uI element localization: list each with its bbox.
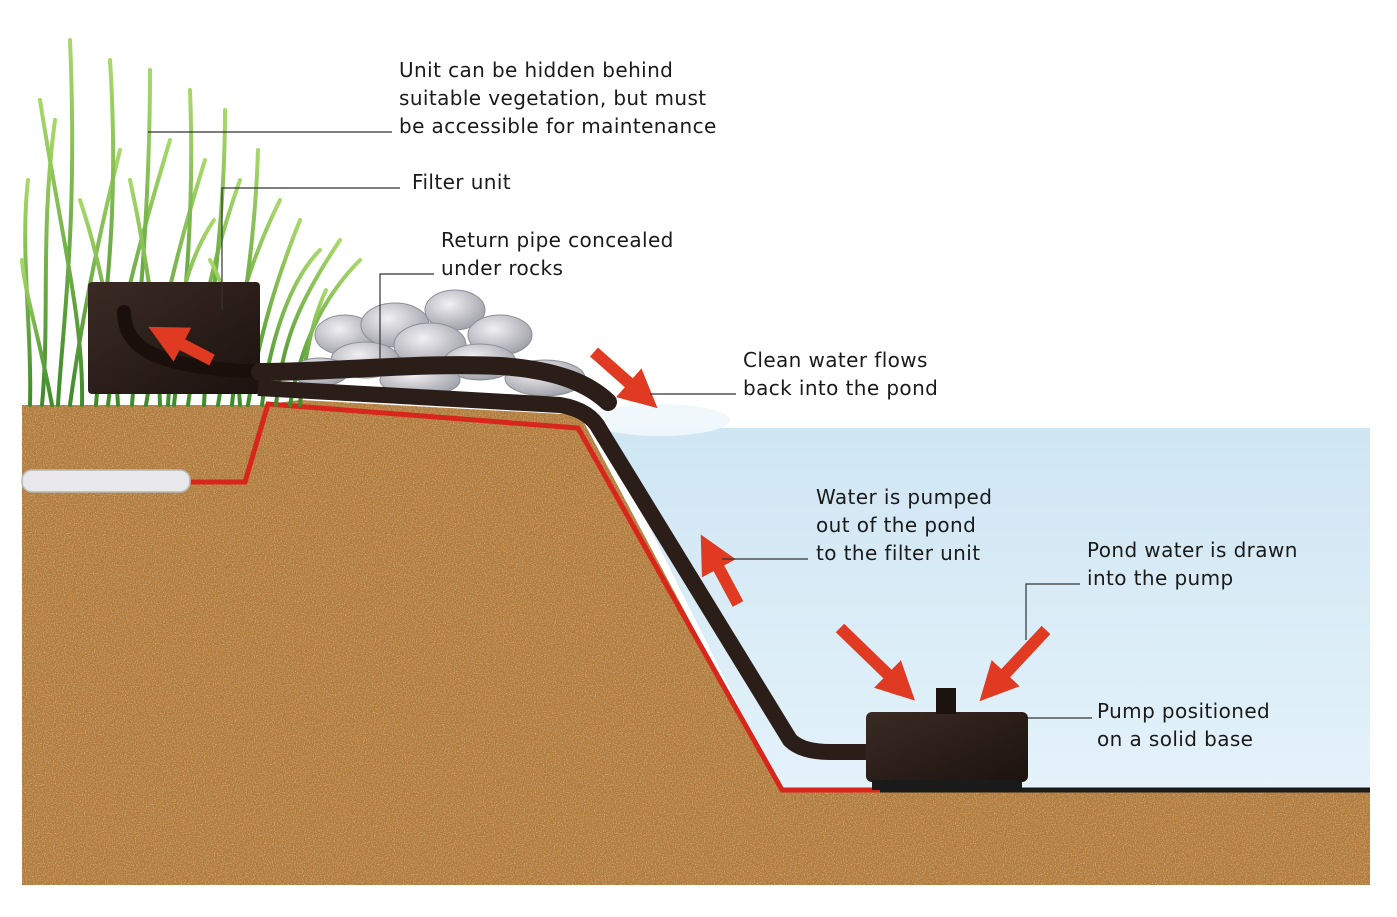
label-line: into the pump [1087, 566, 1234, 590]
label-line: Water is pumped [816, 485, 993, 509]
overflow-pipe [21, 469, 191, 493]
label-vegetation: Unit can be hidden behind suitable veget… [399, 56, 717, 140]
water-splash [590, 404, 730, 436]
leader-filter-unit [221, 187, 400, 310]
label-line: be accessible for maintenance [399, 114, 717, 138]
label-filter-unit: Filter unit [412, 168, 511, 196]
label-line: to the filter unit [816, 541, 981, 565]
pump-body [866, 712, 1028, 782]
label-line: Return pipe concealed [441, 228, 674, 252]
label-line: suitable vegetation, but must [399, 86, 707, 110]
leader-drawn-in [1025, 583, 1080, 640]
label-drawn-in: Pond water is drawn into the pump [1087, 536, 1298, 592]
leader-lines [148, 131, 1092, 719]
pond-water [600, 428, 1370, 790]
label-line: Pond water is drawn [1087, 538, 1298, 562]
arrow-into-filter [148, 326, 215, 366]
label-return-pipe: Return pipe concealed under rocks [441, 226, 674, 282]
pump-base [872, 780, 1022, 790]
label-line: Filter unit [412, 170, 512, 194]
pond-liner [185, 401, 880, 793]
arrow-pumped-up [700, 534, 744, 607]
label-line: Unit can be hidden behind [399, 58, 674, 82]
arrow-drawn-left [835, 623, 916, 701]
leader-return-pipe [379, 273, 434, 360]
pump [866, 688, 1028, 790]
label-line: out of the pond [816, 513, 977, 537]
label-line: back into the pond [743, 376, 939, 400]
label-clean-water: Clean water flows back into the pond [743, 346, 938, 402]
soil-ground [22, 400, 1370, 885]
flow-arrows [148, 326, 1051, 702]
arrow-clean-water [590, 347, 658, 409]
label-pump-base: Pump positioned on a solid base [1097, 697, 1270, 753]
label-pumped-out: Water is pumped out of the pond to the f… [816, 483, 992, 567]
label-line: Pump positioned [1097, 699, 1271, 723]
return-pipe [251, 356, 617, 411]
arrow-drawn-right [979, 625, 1051, 702]
pump-outlet [936, 688, 956, 714]
label-line: Clean water flows [743, 348, 928, 372]
label-line: under rocks [441, 256, 564, 280]
supply-pipe [257, 380, 870, 760]
label-line: on a solid base [1097, 727, 1254, 751]
